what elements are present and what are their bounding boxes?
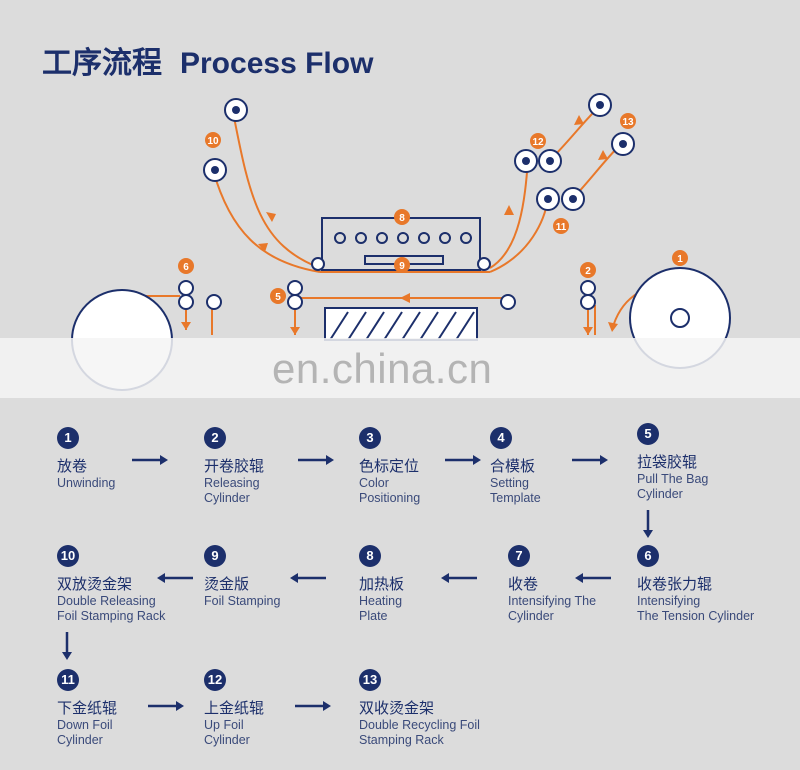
step-title-en: Down Foil	[57, 718, 113, 732]
watermark-band	[0, 338, 800, 398]
step-title-zh: 双收烫金架	[359, 699, 435, 717]
diagram-badge: 11	[556, 222, 567, 233]
arrow-down-icon	[62, 632, 72, 660]
step-title-en: Up Foil	[204, 718, 244, 732]
step-title-en: Intensifying	[637, 594, 701, 608]
step-up-foil-cylinder: 12 上金纸辊 Up Foil Cylinder	[204, 669, 264, 748]
step-down-foil-cylinder: 11 下金纸辊 Down Foil Cylinder	[57, 669, 117, 748]
step-title-zh: 开卷胶辊	[204, 457, 265, 475]
step-title-en: Template	[490, 491, 541, 505]
step-title-zh: 合模板	[490, 457, 536, 475]
step-releasing-cylinder: 2 开卷胶辊 Releasing Cylinder	[204, 427, 264, 506]
diagram-badge: 1	[677, 254, 683, 265]
step-title-zh: 下金纸辊	[57, 699, 118, 717]
step-number: 6	[637, 545, 659, 567]
title-zh: 工序流程	[42, 46, 162, 81]
step-title-en: Cylinder	[508, 609, 554, 623]
page-title: 工序流程 Process Flow	[42, 38, 373, 82]
step-foil-stamping: 9 烫金版 Foil Stamping	[204, 545, 280, 609]
step-number: 10	[57, 545, 79, 567]
diagram-badge: 6	[183, 262, 189, 273]
step-title-en: Cylinder	[637, 487, 683, 501]
diagram-badge: 2	[585, 266, 591, 277]
step-number: 11	[57, 669, 79, 691]
step-title-zh: 双放烫金架	[57, 575, 133, 593]
step-number: 7	[508, 545, 530, 567]
arrow-right-icon	[295, 701, 331, 711]
arrow-left-icon	[290, 573, 326, 583]
arrow-left-icon	[575, 573, 611, 583]
step-number: 12	[204, 669, 226, 691]
step-title-zh: 加热板	[359, 575, 405, 593]
step-title-en: Setting	[490, 476, 529, 490]
step-title-zh: 烫金版	[204, 575, 250, 593]
step-color-positioning: 3 色标定位 Color Positioning	[359, 427, 420, 506]
step-tension-cylinder: 6 收卷张力辊 Intensifying The Tension Cylinde…	[637, 545, 754, 624]
step-pull-bag-cylinder: 5 拉袋胶辊 Pull The Bag Cylinder	[637, 423, 708, 502]
step-title-en: Positioning	[359, 491, 421, 505]
arrow-right-icon	[132, 455, 168, 465]
diagram-badge: 12	[532, 137, 544, 148]
step-title-en: Intensifying The	[508, 594, 597, 608]
step-number: 8	[359, 545, 381, 567]
step-title-en: Pull The Bag	[637, 472, 709, 486]
step-title-en: Color	[359, 476, 389, 490]
step-double-recycling-rack: 13 双收烫金架 Double Recycling Foil Stamping …	[359, 669, 480, 748]
title-en: Process Flow	[180, 47, 374, 80]
step-number: 1	[57, 427, 79, 449]
step-title-zh: 拉袋胶辊	[637, 453, 698, 471]
arrow-right-icon	[572, 455, 608, 465]
arrow-right-icon	[148, 701, 184, 711]
arrow-right-icon	[298, 455, 334, 465]
step-title-en: Double Releasing	[57, 594, 156, 608]
diagram-badge: 5	[275, 292, 281, 303]
step-number: 3	[359, 427, 381, 449]
diagram-badge: 8	[399, 213, 405, 224]
step-number: 4	[490, 427, 512, 449]
diagram-badge: 10	[207, 136, 219, 147]
step-setting-template: 4 合模板 Setting Template	[490, 427, 541, 506]
watermark: en.china.cn	[272, 345, 493, 392]
step-title-en: Foil Stamping	[204, 594, 281, 608]
step-number: 2	[204, 427, 226, 449]
step-title-en: Heating	[359, 594, 403, 608]
step-double-releasing-rack: 10 双放烫金架 Double Releasing Foil Stamping …	[57, 545, 165, 624]
step-title-en: Releasing	[204, 476, 260, 490]
step-title-en: Double Recycling Foil	[359, 718, 480, 732]
step-title-en: Cylinder	[204, 491, 250, 505]
step-number: 13	[359, 669, 381, 691]
step-number: 9	[204, 545, 226, 567]
step-intensifying-cylinder: 7 收卷 Intensifying The Cylinder	[508, 545, 596, 624]
arrow-left-icon	[441, 573, 477, 583]
step-title-en: Cylinder	[204, 733, 250, 747]
step-title-zh: 收卷	[508, 575, 539, 593]
step-title-zh: 色标定位	[359, 457, 420, 475]
step-number: 5	[637, 423, 659, 445]
step-title-en: Stamping Rack	[359, 733, 444, 747]
step-title-en: The Tension Cylinder	[637, 609, 755, 623]
diagram-badge: 13	[622, 117, 634, 128]
arrow-right-icon	[445, 455, 481, 465]
step-unwinding: 1 放卷 Unwinding	[57, 427, 115, 491]
diagram-badge: 9	[399, 261, 405, 272]
step-title-en: Plate	[359, 609, 388, 623]
step-title-en: Foil Stamping Rack	[57, 609, 166, 623]
step-title-en: Cylinder	[57, 733, 103, 747]
step-title-zh: 上金纸辊	[204, 699, 265, 717]
arrow-left-icon	[157, 573, 193, 583]
step-title-zh: 收卷张力辊	[637, 575, 713, 593]
step-title-en: Unwinding	[57, 476, 116, 490]
arrow-down-icon	[643, 510, 653, 538]
step-heating-plate: 8 加热板 Heating Plate	[359, 545, 404, 624]
step-title-zh: 放卷	[57, 457, 88, 475]
